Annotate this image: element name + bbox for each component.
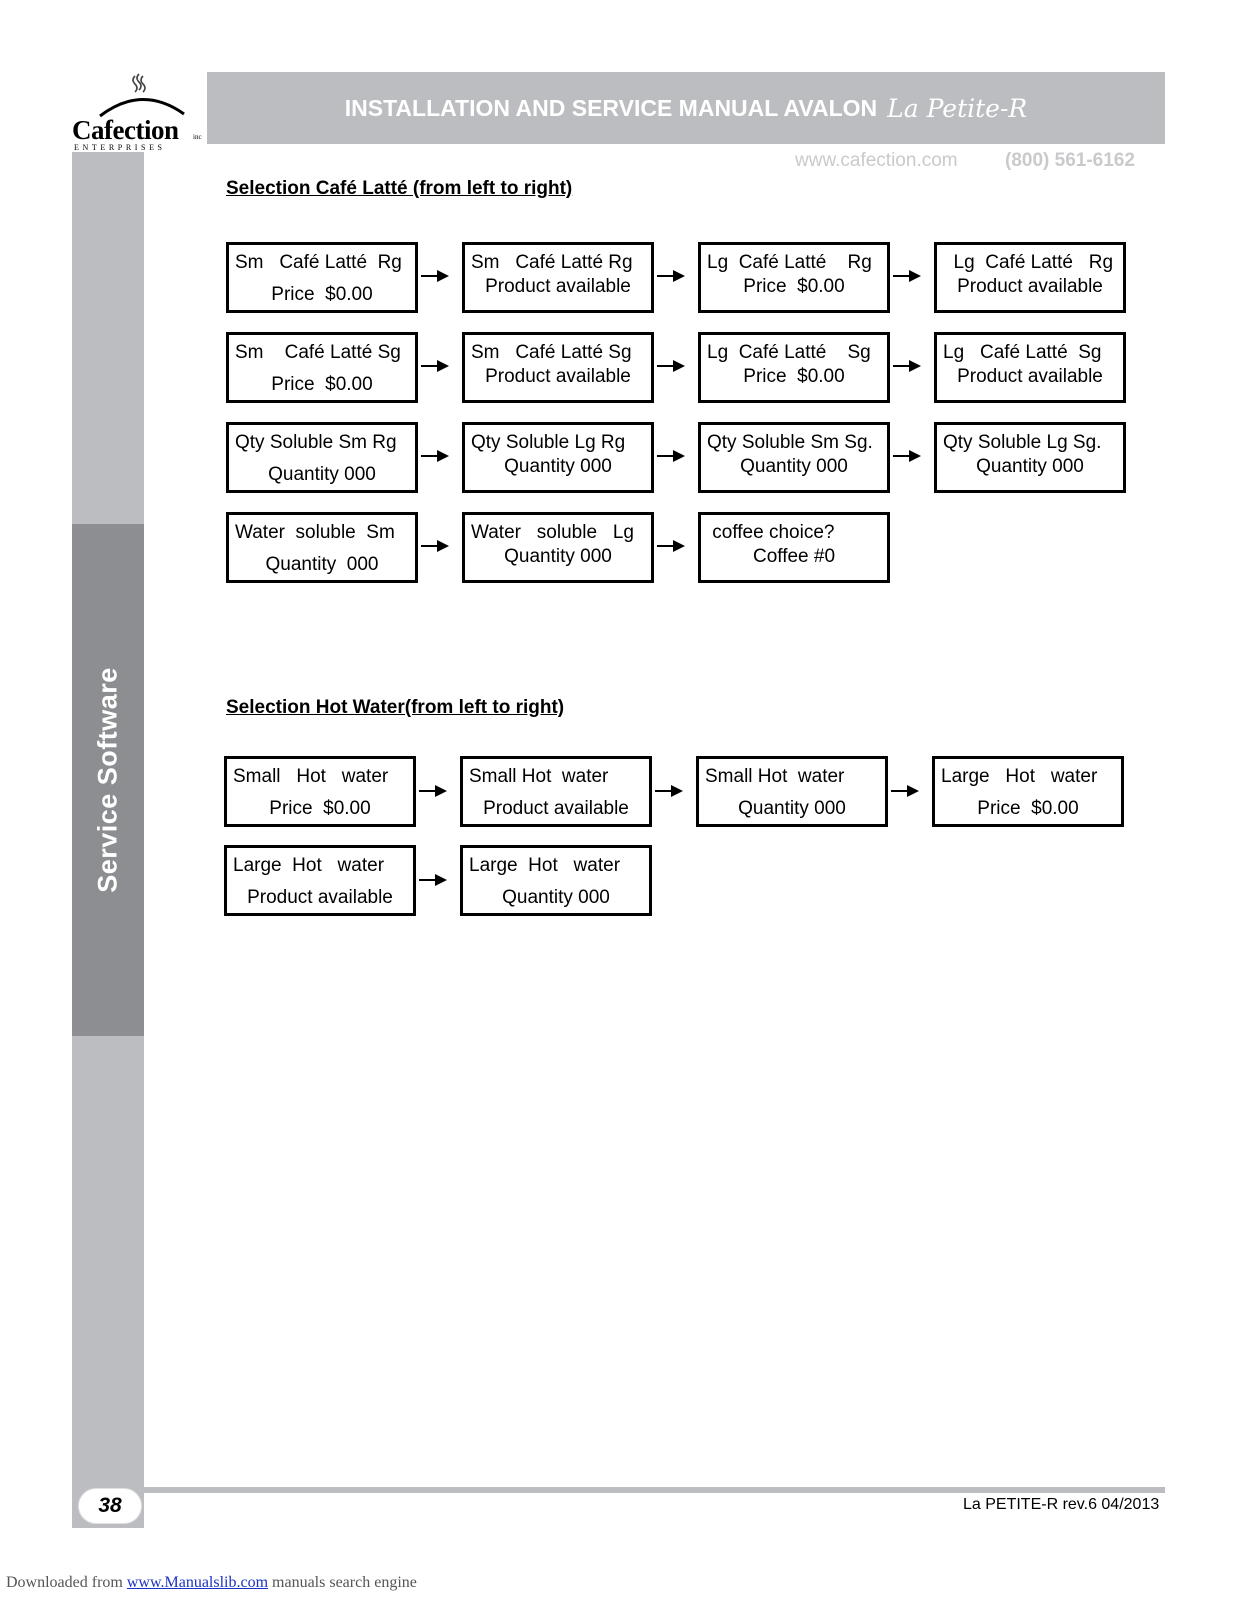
menu-box-line1: Lg Café Latté Rg — [943, 252, 1114, 273]
menu-box-line1: Qty Soluble Sm Sg. — [707, 432, 873, 453]
website-text: www.cafection.com — [795, 150, 958, 171]
menu-box-line2: Coffee #0 — [752, 546, 836, 567]
menu-box-line2: Price $0.00 — [271, 374, 373, 395]
download-suffix: manuals search engine — [268, 1574, 417, 1591]
menu-box-line1: Large Hot water — [233, 855, 385, 876]
manualslib-link[interactable]: www.Manualslib.com — [126, 1574, 269, 1591]
arrow-right-icon — [891, 785, 919, 797]
arrow-right-icon — [655, 785, 683, 797]
menu-box-line1: Small Hot water — [469, 766, 609, 787]
menu-box-line2: Quantity 000 — [740, 456, 848, 477]
steam-arc-icon — [99, 73, 185, 118]
menu-box: Qty Soluble Lg Rg Quantity 000 — [462, 422, 654, 493]
menu-box-line1: Lg Café Latté Rg — [707, 252, 872, 273]
menu-box-line2: Price $0.00 — [269, 798, 371, 819]
menu-box-line2: Price $0.00 — [271, 284, 373, 305]
menu-box-line1: Sm Café Latté Rg — [235, 252, 402, 273]
download-prefix: Downloaded from — [6, 1574, 127, 1591]
menu-box-line2: Quantity 000 — [504, 456, 612, 477]
arrow-right-icon — [657, 360, 685, 372]
menu-box: Water soluble Sm Quantity 000 — [226, 512, 418, 583]
header-bar: INSTALLATION AND SERVICE MANUAL AVALON L… — [207, 72, 1165, 144]
arrow-right-icon — [421, 270, 449, 282]
menu-box-line1: Lg Café Latté Sg — [943, 342, 1102, 363]
arrow-right-icon — [419, 785, 447, 797]
arrow-right-icon — [657, 540, 685, 552]
header-script-title: La Petite-R — [887, 93, 1028, 123]
menu-box-line2: Product available — [485, 366, 631, 387]
menu-box-line1: Sm Café Latté Sg — [471, 342, 632, 363]
menu-box-line1: Large Hot water — [941, 766, 1098, 787]
menu-box-line2: Quantity 000 — [976, 456, 1084, 477]
menu-box-line2: Quantity 000 — [265, 554, 379, 575]
menu-box: Water soluble Lg Quantity 000 — [462, 512, 654, 583]
arrow-right-icon — [419, 874, 447, 886]
section-title-hot-water: Selection Hot Water(from left to right) — [226, 697, 565, 718]
phone-text: (800) 561-6162 — [1005, 150, 1135, 171]
menu-box-line1: Sm Café Latté Sg — [235, 342, 401, 363]
arrow-right-icon — [421, 360, 449, 372]
menu-box-line2: Price $0.00 — [977, 798, 1079, 819]
menu-box-line2: Product available — [483, 798, 629, 819]
arrow-right-icon — [657, 450, 685, 462]
menu-box-line2: Quantity 000 — [268, 464, 376, 485]
menu-box-line1: Qty Soluble Lg Rg — [471, 432, 626, 453]
menu-box-line2: Product available — [485, 276, 631, 297]
arrow-right-icon — [893, 360, 921, 372]
menu-box-line1: Water soluble Lg — [471, 522, 634, 543]
menu-box-line1: Water soluble Sm — [235, 522, 395, 543]
menu-box: Sm Café Latté Rg Product available — [462, 242, 654, 313]
menu-box: Sm Café Latté Sg Product available — [462, 332, 654, 403]
menu-box-line1: Large Hot water — [469, 855, 621, 876]
footer-revision: La PETITE-R rev.6 04/2013 — [963, 1496, 1160, 1513]
menu-box-line1: Lg Café Latté Sg — [707, 342, 871, 363]
menu-box-line2: Quantity 000 — [502, 887, 610, 908]
menu-box-line2: Quantity 000 — [504, 546, 612, 567]
cafection-logo: Cafection inc ENTERPRISES — [72, 72, 207, 152]
menu-box-line1: Qty Soluble Lg Sg. — [943, 432, 1102, 453]
footer-divider — [144, 1487, 1165, 1493]
logo-inc: inc — [193, 133, 202, 141]
menu-box-line1: Small Hot water — [705, 766, 845, 787]
logo-wordmark: Cafection — [72, 115, 179, 145]
download-note: Downloaded from www.Manualslib.com manua… — [6, 1574, 417, 1592]
arrow-right-icon — [893, 450, 921, 462]
menu-box: Lg Café Latté Rg Price $0.00 — [698, 242, 890, 313]
menu-box: Qty Soluble Lg Sg. Quantity 000 — [934, 422, 1126, 493]
menu-box-line1: Qty Soluble Sm Rg — [235, 432, 397, 453]
sidebar-label: Service Software — [92, 667, 123, 893]
menu-box: coffee choice? Coffee #0 — [698, 512, 890, 583]
menu-box-line1: Sm Café Latté Rg — [471, 252, 633, 273]
menu-box: Lg Café Latté Sg Product available — [934, 332, 1126, 403]
menu-box-line1: Small Hot water — [233, 766, 389, 787]
menu-box-line2: Price $0.00 — [743, 276, 845, 297]
menu-box: Sm Café Latté Rg Price $0.00 — [226, 242, 418, 313]
menu-box: Qty Soluble Sm Rg Quantity 000 — [226, 422, 418, 493]
menu-box: Sm Café Latté Sg Price $0.00 — [226, 332, 418, 403]
sidebar-section-highlight — [72, 524, 144, 1036]
header-title: INSTALLATION AND SERVICE MANUAL AVALON — [344, 94, 878, 121]
menu-box-line2: Product available — [957, 276, 1103, 297]
menu-box: Lg Café Latté Rg Product available — [934, 242, 1126, 313]
page-number: 38 — [78, 1488, 142, 1524]
menu-box: Lg Café Latté Sg Price $0.00 — [698, 332, 890, 403]
menu-box-line2: Product available — [957, 366, 1103, 387]
arrow-right-icon — [893, 270, 921, 282]
menu-box-line2: Quantity 000 — [738, 798, 846, 819]
section-title-cafe-latte: Selection Café Latté (from left to right… — [226, 178, 573, 199]
arrow-right-icon — [421, 450, 449, 462]
menu-box-line2: Price $0.00 — [743, 366, 845, 387]
logo-subtitle: ENTERPRISES — [74, 143, 166, 152]
menu-box: Qty Soluble Sm Sg. Quantity 000 — [698, 422, 890, 493]
menu-box-line2: Product available — [247, 887, 393, 908]
menu-box-line1: coffee choice? — [707, 522, 835, 543]
arrow-right-icon — [657, 270, 685, 282]
arrow-right-icon — [421, 540, 449, 552]
